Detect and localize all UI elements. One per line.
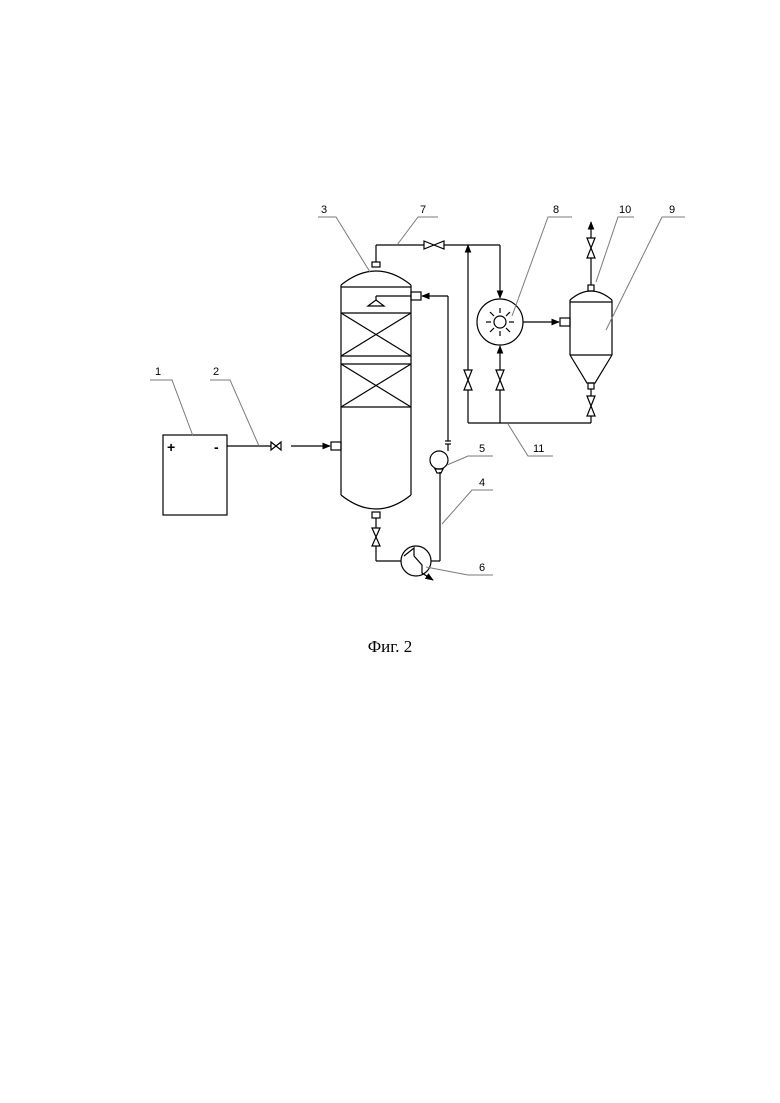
feed-line (227, 442, 341, 450)
receiver-inlet-nozzle (560, 318, 570, 326)
vent-valve-icon (587, 238, 595, 258)
label-4: 4 (479, 477, 485, 489)
label-6: 6 (479, 562, 485, 574)
label-11: 11 (533, 443, 544, 455)
label-7: 7 (420, 204, 426, 216)
plus-sign: + (167, 439, 175, 455)
bottoms-valve-icon (372, 528, 380, 546)
top-nozzle (372, 262, 380, 267)
label-8: 8 (553, 204, 559, 216)
label-9: 9 (669, 204, 675, 216)
condenser-feed-valve-icon (496, 370, 504, 390)
vapor-line (376, 241, 500, 298)
labels: 1 2 3 4 5 6 7 8 9 10 11 (155, 204, 675, 574)
condenser (477, 299, 570, 345)
receiver-vessel (570, 285, 612, 389)
feed-valve-icon (271, 442, 281, 450)
label-10: 10 (619, 204, 631, 216)
pump-icon (430, 451, 448, 469)
minus-sign: - (214, 439, 219, 455)
drain-valve-icon (587, 396, 595, 416)
heat-exchanger-icon (401, 546, 431, 576)
label-3: 3 (321, 204, 327, 216)
vent-line (587, 222, 595, 285)
feed-nozzle (331, 442, 341, 450)
column (341, 262, 421, 518)
return-line (464, 245, 595, 423)
figure-caption: Фиг. 2 (368, 637, 413, 656)
label-5: 5 (479, 443, 485, 455)
label-2: 2 (213, 366, 219, 378)
leader-lines (150, 217, 685, 575)
vapor-valve-icon (424, 241, 444, 249)
reflux-nozzle (411, 292, 421, 300)
label-1: 1 (155, 366, 161, 378)
bypass-valve-icon (464, 370, 472, 390)
bottom-nozzle (372, 512, 380, 518)
distributor-icon (368, 300, 384, 306)
power-source: + - (163, 435, 227, 515)
